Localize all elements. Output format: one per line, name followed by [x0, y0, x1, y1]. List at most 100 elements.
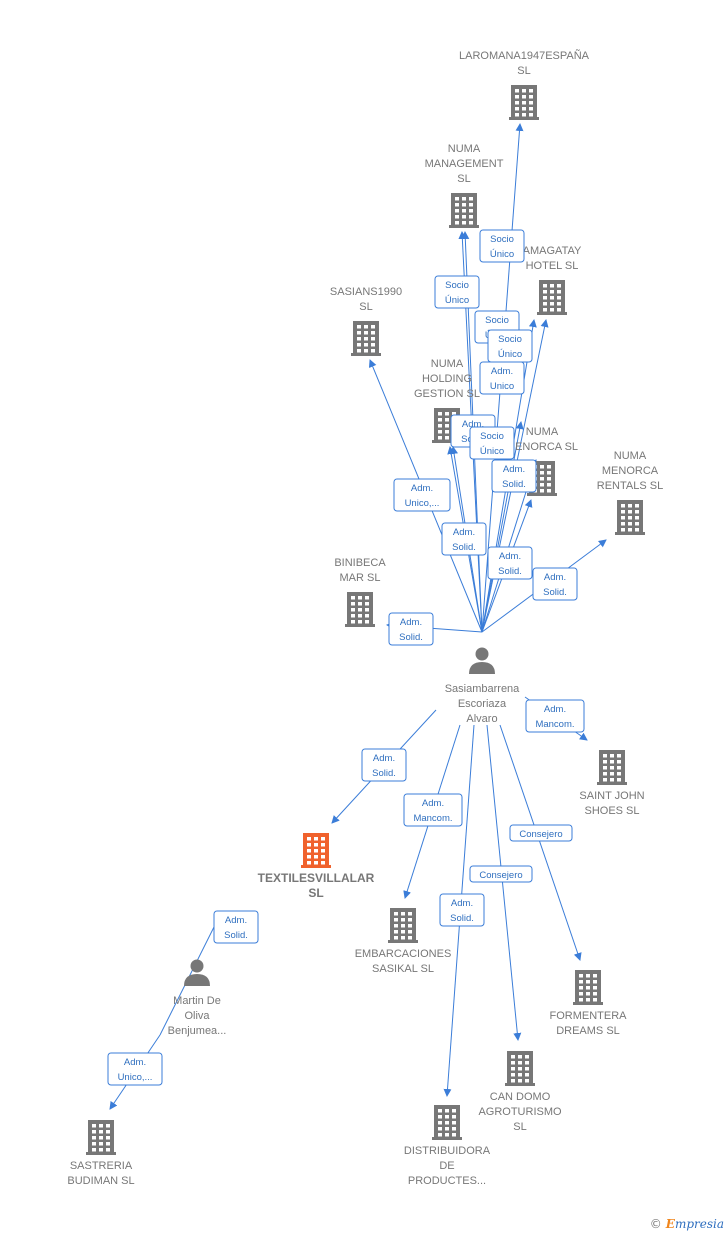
edge-label-text: Unico	[490, 381, 514, 392]
edge-label-box	[441, 522, 487, 556]
building-icon[interactable]	[432, 1105, 462, 1140]
node-label-line: TEXTILESVILLALAR	[258, 871, 375, 885]
edge-label-text: Socio	[485, 315, 509, 326]
node-label-line: SL	[517, 65, 530, 77]
building-icon[interactable]	[505, 1051, 535, 1086]
edge-label[interactable]: Adm.Unico,...	[107, 1052, 163, 1086]
edge-label-box	[393, 478, 451, 512]
building-icon[interactable]	[388, 908, 418, 943]
edge-label-text: Solid.	[452, 542, 476, 553]
node-label-line: MANAGEMENT	[425, 158, 504, 170]
node-label-line: Sasiambarrena	[445, 683, 520, 695]
node-label-line: DISTRIBUIDORA	[404, 1145, 491, 1157]
edge-label-text: Unico,...	[405, 498, 440, 509]
building-icon[interactable]	[615, 500, 645, 535]
edge-labels-layer: SocioÚnicoSocioÚnicoSocioÚnicoSocioÚnico…	[107, 229, 585, 1086]
edge-label-text: Solid.	[502, 479, 526, 490]
edge-label-box	[403, 793, 463, 827]
edge-label[interactable]: Adm.Solid.	[439, 893, 485, 927]
edge-label-text: Adm.	[225, 915, 247, 926]
edge-label[interactable]: Adm. Solid.	[532, 567, 578, 601]
building-icon[interactable]	[597, 750, 627, 785]
edge-label-text: Adm.	[491, 366, 513, 377]
edge-label-text: Solid.	[224, 930, 248, 941]
building-icon[interactable]	[449, 193, 479, 228]
node-label-line: NUMA	[448, 143, 481, 155]
node-label-line: SL	[308, 886, 323, 900]
edge-label[interactable]: Consejero	[509, 824, 573, 842]
edge-label-box	[434, 275, 480, 309]
edge-label-text: Adm.	[400, 617, 422, 628]
edge-label-box	[439, 893, 485, 927]
edge-label-box	[532, 567, 578, 601]
building-icon[interactable]	[351, 321, 381, 356]
edge-label-text: Adm.	[451, 898, 473, 909]
edge-label[interactable]: Adm.Solid.	[361, 748, 407, 782]
edge-label[interactable]: Adm.Mancom.	[403, 793, 463, 827]
edge-label-text: Solid.	[399, 632, 423, 643]
brand-name: mpresia	[674, 1217, 724, 1231]
node-label-line: DREAMS SL	[556, 1025, 620, 1037]
edge-label-text: Mancom.	[413, 813, 452, 824]
building-icon[interactable]	[301, 833, 331, 868]
node-label-line: DE	[439, 1160, 454, 1172]
edge-label[interactable]: Adm.Solid.	[441, 522, 487, 556]
edge-label[interactable]: Adm. Solid.	[388, 612, 434, 646]
edge-label[interactable]: Adm.Solid.	[491, 459, 537, 493]
node-label-line: HOLDING	[422, 373, 472, 385]
edge-label-text: Solid.	[372, 768, 396, 779]
building-icon[interactable]	[573, 970, 603, 1005]
building-icon[interactable]	[509, 85, 539, 120]
edge-label[interactable]: Adm.Solid.	[487, 546, 533, 580]
edge-label-text: Socio	[445, 280, 469, 291]
person-icon[interactable]	[184, 959, 210, 987]
edge-label-text: Adm.	[544, 704, 566, 715]
edge-label-text: Solid.	[498, 566, 522, 577]
edge-label[interactable]: Consejero	[469, 865, 533, 883]
building-icon[interactable]	[345, 592, 375, 627]
node-label-line: HOTEL SL	[526, 260, 579, 272]
person-icon[interactable]	[469, 647, 495, 675]
node-label-line: SL	[359, 301, 372, 313]
building-icon[interactable]	[537, 280, 567, 315]
edge-label-text: Consejero	[519, 829, 562, 840]
edge-label-text: Solid.	[543, 587, 567, 598]
edge-label[interactable]: Adm. Unico	[479, 361, 525, 395]
building-icon[interactable]	[86, 1120, 116, 1155]
edge-label-box	[107, 1052, 163, 1086]
edge-label[interactable]: Adm. Solid.	[213, 910, 259, 944]
edge-label[interactable]: Adm.Mancom.	[525, 699, 585, 733]
edge-label-text: Socio	[490, 234, 514, 245]
node-martin[interactable]: Martin DeOlivaBenjumea...	[168, 959, 227, 1038]
copyright-symbol: ©	[649, 1217, 662, 1231]
node-label-line: EMBARCACIONES	[355, 948, 452, 960]
edge-label-text: Socio	[498, 334, 522, 345]
edge-label-text: Adm.	[544, 572, 566, 583]
node-label-line: NUMA	[614, 450, 647, 462]
node-distribuidora[interactable]: DISTRIBUIDORADEPRODUCTES...	[404, 1105, 491, 1187]
node-label-line: MAR SL	[340, 572, 381, 584]
brand-initial: E	[665, 1217, 675, 1231]
node-label-line: Benjumea...	[168, 1025, 227, 1037]
edge-label[interactable]: Adm.Unico,...	[393, 478, 451, 512]
edge-label-box	[509, 824, 573, 842]
